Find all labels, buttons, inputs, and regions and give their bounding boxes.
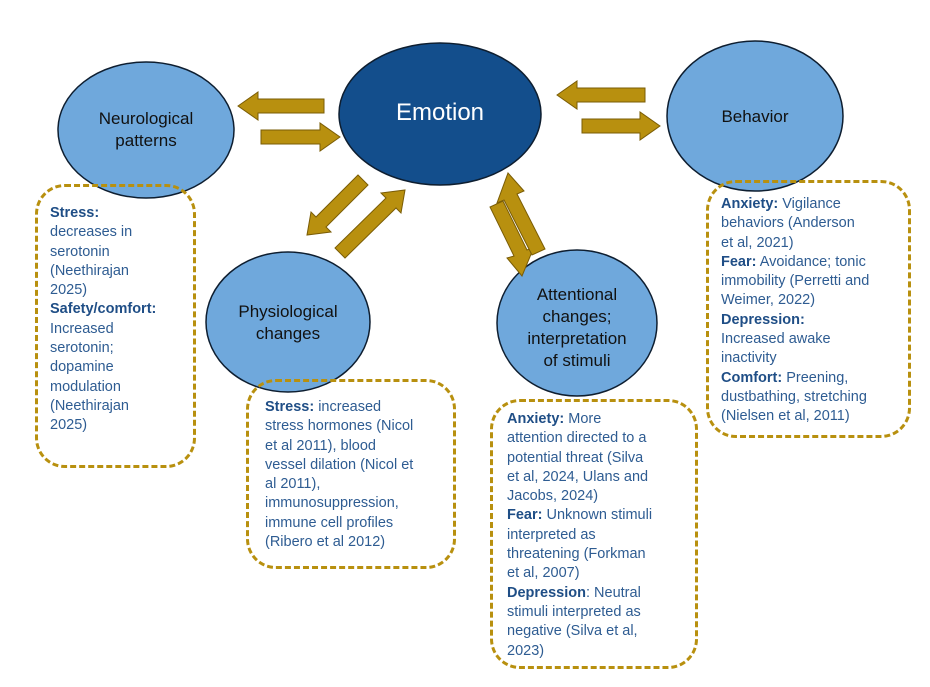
attentional-label-line1: Attentional bbox=[536, 285, 618, 304]
behav-line: behaviors (Anderson bbox=[721, 215, 855, 232]
neuro-safety-heading: Safety/comfort: bbox=[50, 301, 157, 318]
behav-anxiety-heading: Anxiety: bbox=[721, 196, 779, 212]
neuro-safety-line: (Neethirajan bbox=[50, 397, 129, 414]
neuro-safety-line: 2025) bbox=[50, 417, 88, 434]
arrow-emotion-to-neurological bbox=[237, 91, 325, 121]
neurological-notes-box: Stress: decreases in serotonin (Neethira… bbox=[35, 184, 196, 468]
behav-line: dustbathing, stretching bbox=[721, 388, 867, 405]
behav-line: immobility (Perretti and bbox=[721, 273, 870, 290]
physio-line: et al 2011), blood bbox=[265, 437, 376, 454]
physiological-label-line2: changes bbox=[255, 324, 321, 343]
neurological-label-line1: Neurological bbox=[98, 109, 194, 128]
attentional-label: Attentional changes; interpretation of s… bbox=[497, 282, 657, 374]
physio-stress-heading: Stress: bbox=[265, 399, 315, 415]
behavior-label-text: Behavior bbox=[721, 107, 789, 126]
attn-line: 2023) bbox=[507, 642, 545, 659]
emotion-label-text: Emotion bbox=[395, 99, 485, 126]
neurological-label: Neurological patterns bbox=[66, 105, 226, 155]
physiological-notes-box: Stress: increased stress hormones (Nicol… bbox=[246, 379, 456, 569]
neuro-stress-line: (Neethirajan bbox=[50, 262, 129, 279]
behavior-node bbox=[666, 40, 844, 192]
attentional-notes-box: Anxiety: More attention directed to a po… bbox=[490, 399, 698, 669]
emotion-node bbox=[338, 42, 542, 186]
arrow-behavior-to-emotion bbox=[556, 80, 646, 110]
attn-fear-heading: Fear: bbox=[507, 507, 543, 524]
attn-line: threatening (Forkman bbox=[507, 546, 646, 563]
attn-depression-heading: Depression bbox=[507, 584, 586, 601]
behav-fear-heading: Fear: bbox=[721, 253, 757, 270]
behavior-notes-box: Anxiety: Vigilance behaviors (Anderson e… bbox=[706, 180, 911, 438]
attn-line: Jacobs, 2024) bbox=[507, 488, 599, 505]
behav-comfort-heading: Comfort: bbox=[721, 369, 783, 386]
neuro-stress-heading: Stress: bbox=[50, 205, 100, 221]
attentional-label-line2: changes; bbox=[542, 307, 612, 326]
neuro-safety-line: Increased bbox=[50, 320, 114, 337]
behav-depression-heading: Depression: bbox=[721, 311, 805, 328]
neuro-safety-line: modulation bbox=[50, 378, 121, 395]
neuro-safety-line: serotonin; bbox=[50, 340, 114, 357]
attentional-label-line4: of stimuli bbox=[543, 351, 611, 370]
neuro-stress-line: serotonin bbox=[50, 243, 110, 260]
emotion-label: Emotion bbox=[340, 96, 540, 130]
attentional-label-line3: interpretation bbox=[527, 329, 627, 348]
physiological-node bbox=[205, 251, 371, 393]
attn-line: et al, 2007) bbox=[507, 565, 580, 582]
arrow-emotion-to-behavior bbox=[581, 111, 661, 141]
arrow-attentional-to-emotion bbox=[496, 172, 546, 256]
arrow-neurological-to-emotion bbox=[260, 122, 341, 152]
behav-line: et al, 2021) bbox=[721, 234, 794, 251]
behav-line: Vigilance bbox=[778, 196, 841, 212]
attn-line: potential threat (Silva bbox=[507, 449, 644, 466]
behav-line: Avoidance; tonic bbox=[756, 253, 866, 270]
physiological-label-line1: Physiological bbox=[238, 302, 338, 321]
attn-line: stimuli interpreted as bbox=[507, 603, 641, 620]
physio-line: vessel dilation (Nicol et bbox=[265, 456, 414, 473]
behav-line: Weimer, 2022) bbox=[721, 292, 816, 309]
attn-line: : Neutral bbox=[585, 584, 641, 601]
attn-line: More bbox=[564, 411, 602, 427]
attn-line: Unknown stimuli bbox=[542, 507, 653, 524]
behav-line: Preening, bbox=[782, 369, 849, 386]
physio-line: immunosuppression, bbox=[265, 495, 399, 512]
physio-line: increased bbox=[314, 399, 382, 415]
behav-line: (Nielsen et al, 2011) bbox=[721, 408, 850, 425]
neuro-stress-line: decreases in bbox=[50, 224, 133, 241]
neuro-safety-line: dopamine bbox=[50, 359, 114, 376]
neurological-node bbox=[57, 61, 235, 199]
behav-line: inactivity bbox=[721, 350, 777, 367]
attentional-node bbox=[496, 249, 658, 397]
behavior-label: Behavior bbox=[675, 104, 835, 130]
physiological-label: Physiological changes bbox=[208, 298, 368, 348]
behav-line: Increased awake bbox=[721, 331, 831, 348]
arrow-physiological-to-emotion bbox=[334, 189, 406, 259]
physio-line: al 2011), bbox=[265, 476, 321, 493]
attn-line: attention directed to a bbox=[507, 430, 647, 447]
physio-line: immune cell profiles bbox=[265, 514, 394, 531]
attn-anxiety-heading: Anxiety: bbox=[507, 411, 565, 427]
attn-line: et al, 2024, Ulans and bbox=[507, 468, 649, 485]
neuro-stress-line: 2025) bbox=[50, 282, 88, 299]
attn-line: negative (Silva et al, bbox=[507, 623, 638, 640]
neurological-label-line2: patterns bbox=[115, 131, 177, 150]
physio-line: stress hormones (Nicol bbox=[265, 418, 414, 435]
physio-line: (Ribero et al 2012) bbox=[265, 534, 386, 551]
attn-line: interpreted as bbox=[507, 526, 596, 543]
arrow-emotion-to-physiological bbox=[306, 174, 369, 236]
